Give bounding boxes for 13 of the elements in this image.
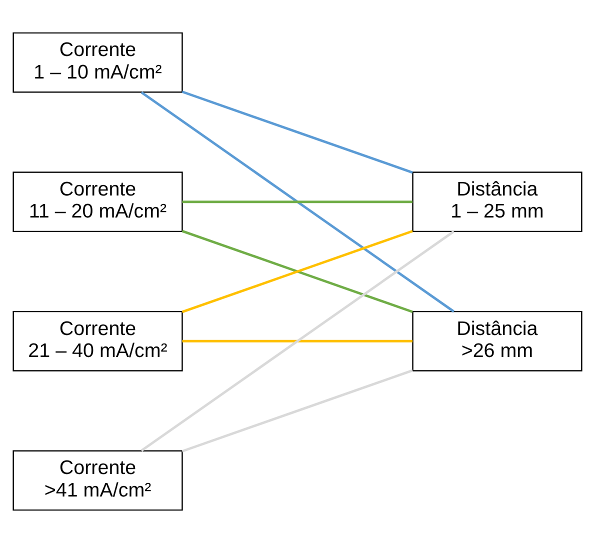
node-box: Distância 1 – 25 mm — [412, 171, 582, 232]
node-box: Distância >26 mm — [412, 310, 582, 371]
node-box: Corrente 11 – 20 mA/cm² — [12, 171, 183, 232]
connector — [182, 200, 413, 203]
connector — [182, 229, 413, 313]
connector — [182, 339, 413, 342]
connector — [140, 90, 455, 312]
connector — [182, 368, 413, 452]
node-box: Corrente 21 – 40 mA/cm² — [12, 310, 183, 371]
connector — [140, 230, 455, 452]
node-box: Corrente 1 – 10 mA/cm² — [12, 32, 183, 92]
connector — [182, 90, 413, 174]
node-box: Corrente >41 mA/cm² — [12, 450, 183, 510]
